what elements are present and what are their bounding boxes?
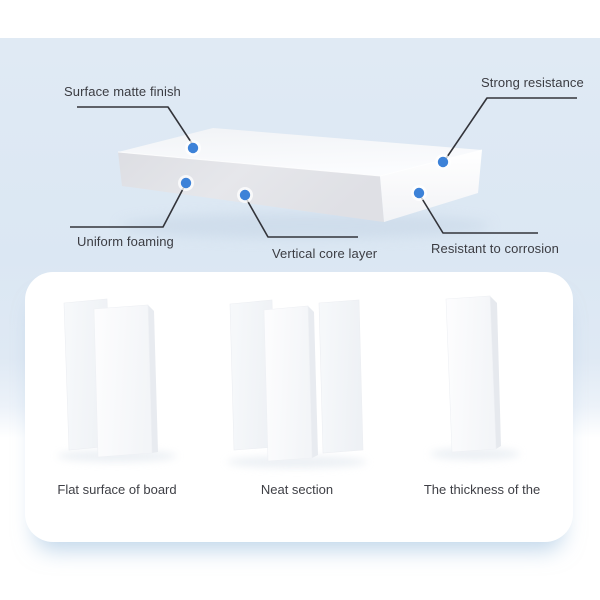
callout-line-uniform-foaming xyxy=(70,186,185,228)
callout-dots xyxy=(178,140,451,203)
feature-label-thickness: The thickness of the xyxy=(423,482,541,497)
dot-resistant-corrosion xyxy=(411,185,427,201)
feature-label-neat-section: Neat section xyxy=(260,482,334,497)
feature-boards-neat-section xyxy=(229,299,364,462)
dot-vertical-core xyxy=(237,187,253,203)
foam-board-image xyxy=(70,97,577,239)
dot-uniform-foaming xyxy=(178,175,194,191)
callout-line-vertical-core xyxy=(246,199,358,238)
callout-label-vertical-core: Vertical core layer xyxy=(272,246,378,261)
board-shadow xyxy=(120,213,490,239)
foam-board-diagram: Surface matte finish Strong resistance U… xyxy=(0,0,600,270)
callout-label-surface-matte: Surface matte finish xyxy=(64,84,181,99)
feature-board-thickness xyxy=(445,295,501,453)
board-top-face xyxy=(118,128,482,176)
callout-label-resistant-corrosion: Resistant to corrosion xyxy=(431,241,559,256)
callout-line-surface-matte xyxy=(77,106,194,146)
dot-strong-resistance xyxy=(435,154,451,170)
feature-boards-flat-surface xyxy=(63,298,158,458)
features-card: Flat surface of board Neat section The t… xyxy=(25,272,573,542)
group2-shadow xyxy=(227,456,367,468)
callout-label-strong-resistance: Strong resistance xyxy=(481,75,584,90)
callout-line-strong-resistance xyxy=(444,97,577,161)
callout-label-uniform-foaming: Uniform foaming xyxy=(77,234,174,249)
dot-surface-matte xyxy=(185,140,201,156)
feature-label-flat-surface: Flat surface of board xyxy=(57,482,177,497)
callout-line-resistant-corrosion xyxy=(420,196,538,234)
feature-boards-image xyxy=(57,295,520,468)
board-right-face xyxy=(380,150,482,222)
board-front-face xyxy=(118,152,384,222)
